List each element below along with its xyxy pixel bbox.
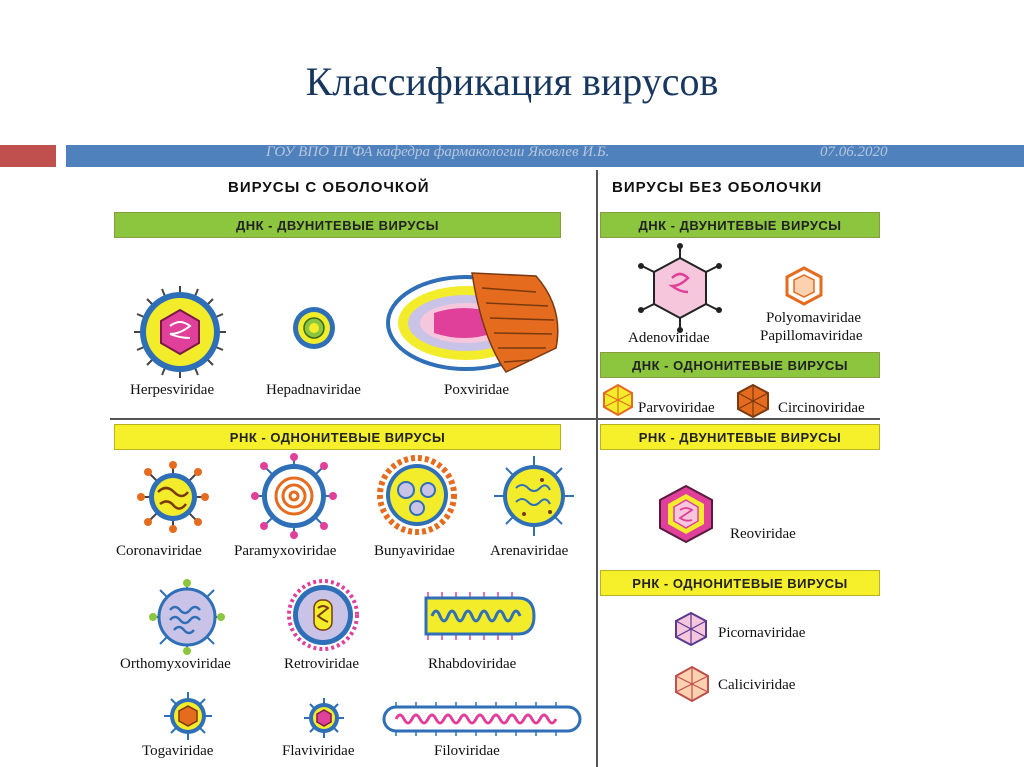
label-coronaviridae: Coronaviridae	[116, 543, 202, 559]
right-section-divider	[598, 418, 880, 420]
parvoviridae-virion-icon	[603, 383, 633, 417]
accent-bar-red	[0, 145, 56, 167]
label-bunyaviridae: Bunyaviridae	[374, 543, 455, 559]
hepadnaviridae-virion-icon	[293, 307, 335, 349]
header-non-enveloped: ВИРУСЫ БЕЗ ОБОЛОЧКИ	[612, 179, 823, 196]
flaviviridae-virion-icon	[304, 698, 344, 738]
poxviridae-virion-icon	[386, 272, 559, 373]
footer-author: ГОУ ВПО ПГФА кафедра фармакологии Яковле…	[266, 144, 610, 160]
label-flaviviridae: Flaviviridae	[282, 743, 355, 759]
coronaviridae-virion-icon	[137, 461, 209, 533]
band-dna-ds-naked: ДНК - ДВУНИТЕВЫЕ ВИРУСЫ	[600, 212, 880, 238]
filoviridae-virion-icon	[382, 702, 582, 736]
label-rhabdoviridae: Rhabdoviridae	[428, 656, 517, 672]
label-retroviridae: Retroviridae	[284, 656, 359, 672]
polyomaviridae-virion-icon	[785, 266, 823, 306]
label-picornaviridae: Picornaviridae	[718, 625, 806, 641]
label-adenoviridae: Adenoviridae	[628, 330, 710, 346]
band-dna-ds-enveloped: ДНК - ДВУНИТЕВЫЕ ВИРУСЫ	[114, 212, 561, 238]
label-caliciviridae: Caliciviridae	[718, 677, 796, 693]
label-circinoviridae: Circinoviridae	[778, 400, 865, 416]
orthomyxoviridae-virion-icon	[149, 579, 225, 655]
arenaviridae-virion-icon	[494, 456, 574, 536]
slide-title: Классификация вирусов	[305, 59, 719, 104]
label-filoviridae: Filoviridae	[434, 743, 500, 759]
label-paramyxoviridae: Paramyxoviridae	[234, 543, 337, 559]
label-arenaviridae: Arenaviridae	[490, 543, 569, 559]
paramyxoviridae-virion-icon	[251, 453, 337, 539]
label-orthomyxoviridae: Orthomyxoviridae	[120, 656, 231, 672]
band-rna-ss-naked: РНК - ОДНОНИТЕВЫЕ ВИРУСЫ	[600, 570, 880, 596]
label-togaviridae: Togaviridae	[142, 743, 214, 759]
footer-date: 07.06.2020	[820, 144, 888, 160]
herpesviridae-virion-icon	[134, 286, 226, 378]
picornaviridae-virion-icon	[675, 611, 707, 647]
togaviridae-virion-icon	[164, 692, 212, 740]
band-rna-ds-naked: РНК - ДВУНИТЕВЫЕ ВИРУСЫ	[600, 424, 880, 450]
left-section-divider	[110, 418, 596, 420]
adenoviridae-virion-icon	[638, 243, 722, 333]
band-dna-ss-naked: ДНК - ОДНОНИТЕВЫЕ ВИРУСЫ	[600, 352, 880, 378]
header-enveloped: ВИРУСЫ С ОБОЛОЧКОЙ	[228, 179, 430, 196]
label-hepadnaviridae: Hepadnaviridae	[266, 382, 361, 398]
label-papillomaviridae: Papillomaviridae	[760, 328, 863, 344]
rhabdoviridae-virion-icon	[424, 592, 536, 640]
label-parvoviridae: Parvoviridae	[638, 400, 715, 416]
reoviridae-virion-icon	[659, 484, 713, 544]
retroviridae-virion-icon	[287, 579, 359, 651]
column-divider	[596, 170, 598, 767]
label-reoviridae: Reoviridae	[730, 526, 796, 542]
accent-bar-blue	[66, 145, 1024, 167]
label-polyomaviridae: Polyomaviridae	[766, 310, 861, 326]
caliciviridae-virion-icon	[675, 665, 709, 703]
circinoviridae-virion-icon	[737, 383, 769, 419]
bunyaviridae-virion-icon	[377, 455, 457, 535]
band-rna-ss-enveloped: РНК - ОДНОНИТЕВЫЕ ВИРУСЫ	[114, 424, 561, 450]
label-poxviridae: Poxviridae	[444, 382, 509, 398]
label-herpesviridae: Herpesviridae	[130, 382, 215, 398]
